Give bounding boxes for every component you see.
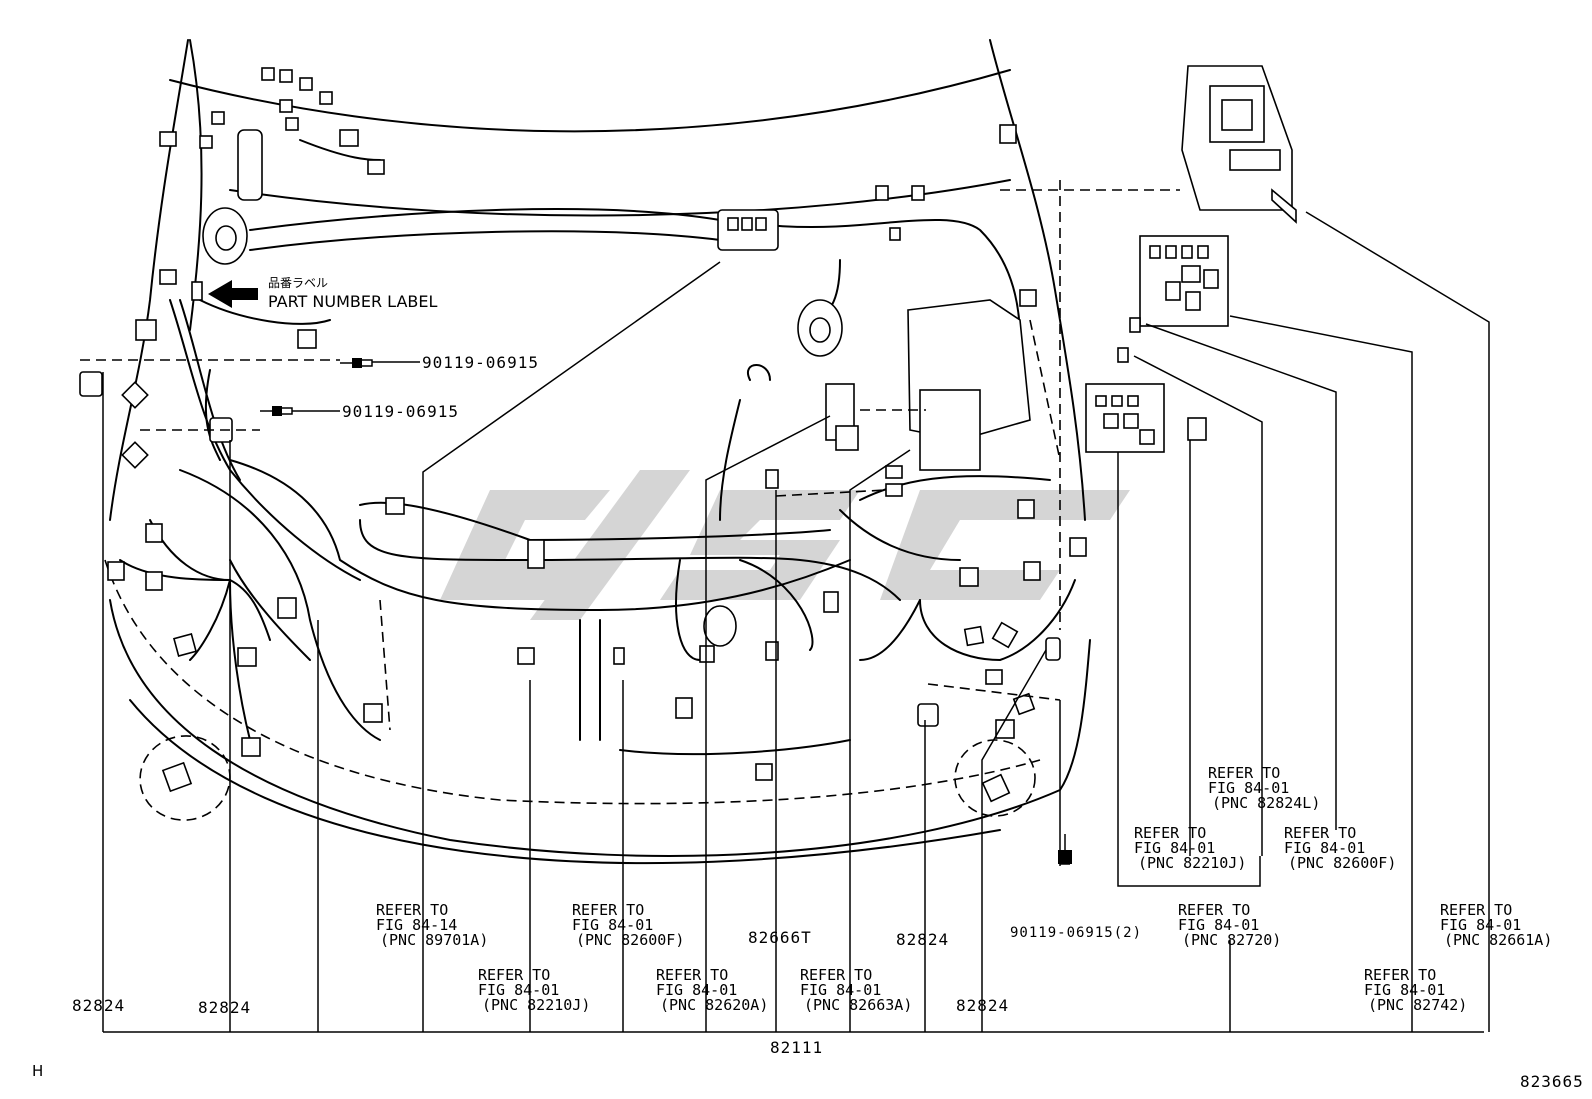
ref-line: (PNC 82600F) [576, 931, 685, 949]
ref-line: FIG 84-01 [1440, 916, 1522, 934]
ref-line: REFER TO [376, 901, 449, 919]
ref-line: FIG 84-01 [1134, 839, 1216, 857]
part-82824-b: 82824 [198, 998, 252, 1017]
corner-mark: H [32, 1062, 44, 1080]
part-82824-a: 82824 [72, 996, 126, 1015]
ref-line: REFER TO [656, 966, 729, 984]
ref-line: (PNC 82824L) [1212, 794, 1321, 812]
bolt-label-lower: 90119-06915 [342, 402, 459, 421]
ref-line: FIG 84-01 [800, 981, 882, 999]
ref-line: (PNC 82600F) [1288, 854, 1397, 872]
ref-line: FIG 84-01 [1364, 981, 1446, 999]
ref-line: (PNC 82210J) [482, 996, 591, 1014]
ref-line: FIG 84-01 [1208, 779, 1290, 797]
ref-line: (PNC 82742) [1368, 996, 1468, 1014]
ref-line: REFER TO [1440, 901, 1513, 919]
figure-number: 823665 [1520, 1072, 1584, 1091]
bolt-label-upper: 90119-06915 [422, 353, 539, 372]
ref-line: (PNC 82210J) [1138, 854, 1247, 872]
ref-line: REFER TO [1134, 824, 1207, 842]
ref-line: (PNC 82661A) [1444, 931, 1553, 949]
watermark-logo [440, 470, 1130, 620]
connectors [79, 65, 1297, 803]
ref-line: FIG 84-14 [376, 916, 458, 934]
bolt-symbols [260, 358, 1072, 865]
ref-line: REFER TO [1178, 901, 1251, 919]
ref-line: REFER TO [1284, 824, 1357, 842]
ref-line: (PNC 82663A) [804, 996, 913, 1014]
ref-line: REFER TO [1208, 764, 1281, 782]
ref-line: FIG 84-01 [1284, 839, 1366, 857]
part-82666t: 82666T [748, 928, 812, 947]
ref-line: (PNC 89701A) [380, 931, 489, 949]
part-82824-c: 82824 [896, 930, 950, 949]
part-number-label-jp: 品番ラベル [268, 276, 329, 290]
ref-line: (PNC 82620A) [660, 996, 769, 1014]
ref-line: REFER TO [800, 966, 873, 984]
ref-line: FIG 84-01 [478, 981, 560, 999]
part-82824-d: 82824 [956, 996, 1010, 1015]
part-number-label-text: PART NUMBER LABEL [268, 292, 438, 311]
ref-line: FIG 84-01 [1178, 916, 1260, 934]
ref-line: (PNC 82720) [1182, 931, 1282, 949]
ref-line: FIG 84-01 [656, 981, 738, 999]
leader-lines [80, 180, 1490, 1033]
ref-line: REFER TO [572, 901, 645, 919]
part-number-label-arrow [191, 280, 258, 308]
ref-line: REFER TO [478, 966, 551, 984]
bolt-label-bottom: 90119-06915(2) [1010, 925, 1143, 941]
ref-line: REFER TO [1364, 966, 1437, 984]
ref-line: FIG 84-01 [572, 916, 654, 934]
part-82111: 82111 [770, 1038, 824, 1057]
